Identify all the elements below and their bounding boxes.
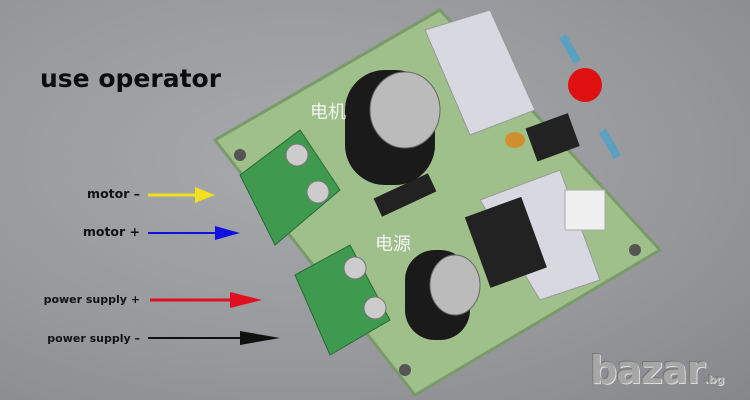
arrow-power-minus [148,331,280,345]
red-led [568,68,602,102]
label-power-plus: power supply + [43,293,140,306]
board-label-power: 电源 [375,234,411,255]
screw [306,180,330,204]
page-title: use operator [40,64,222,93]
capacitor-top [429,254,481,316]
board-label-motor: 电机 [310,102,346,123]
power-terminal-block [294,244,391,356]
resistor [559,34,581,64]
label-motor-minus: motor – [87,186,140,201]
ic-chip [525,113,580,162]
connector [564,189,606,231]
transistor [464,196,547,288]
mount-hole [629,244,641,256]
mount-hole [234,149,246,161]
watermark-logo: bazar.bg [590,348,725,392]
diode [373,173,437,217]
resistor [599,129,621,159]
heatsink [424,9,536,136]
ceramic-capacitor [505,132,525,148]
mount-hole [399,364,411,376]
capacitor-top [369,71,441,149]
arrow-power-plus [150,292,262,308]
arrow-motor-minus [148,187,215,203]
screw [343,256,367,280]
arrow-motor-plus [148,226,240,240]
label-motor-plus: motor + [82,224,140,239]
screw [285,143,309,167]
motor-terminal-block [239,129,341,246]
screw [363,296,387,320]
label-power-minus: power supply – [47,332,140,345]
